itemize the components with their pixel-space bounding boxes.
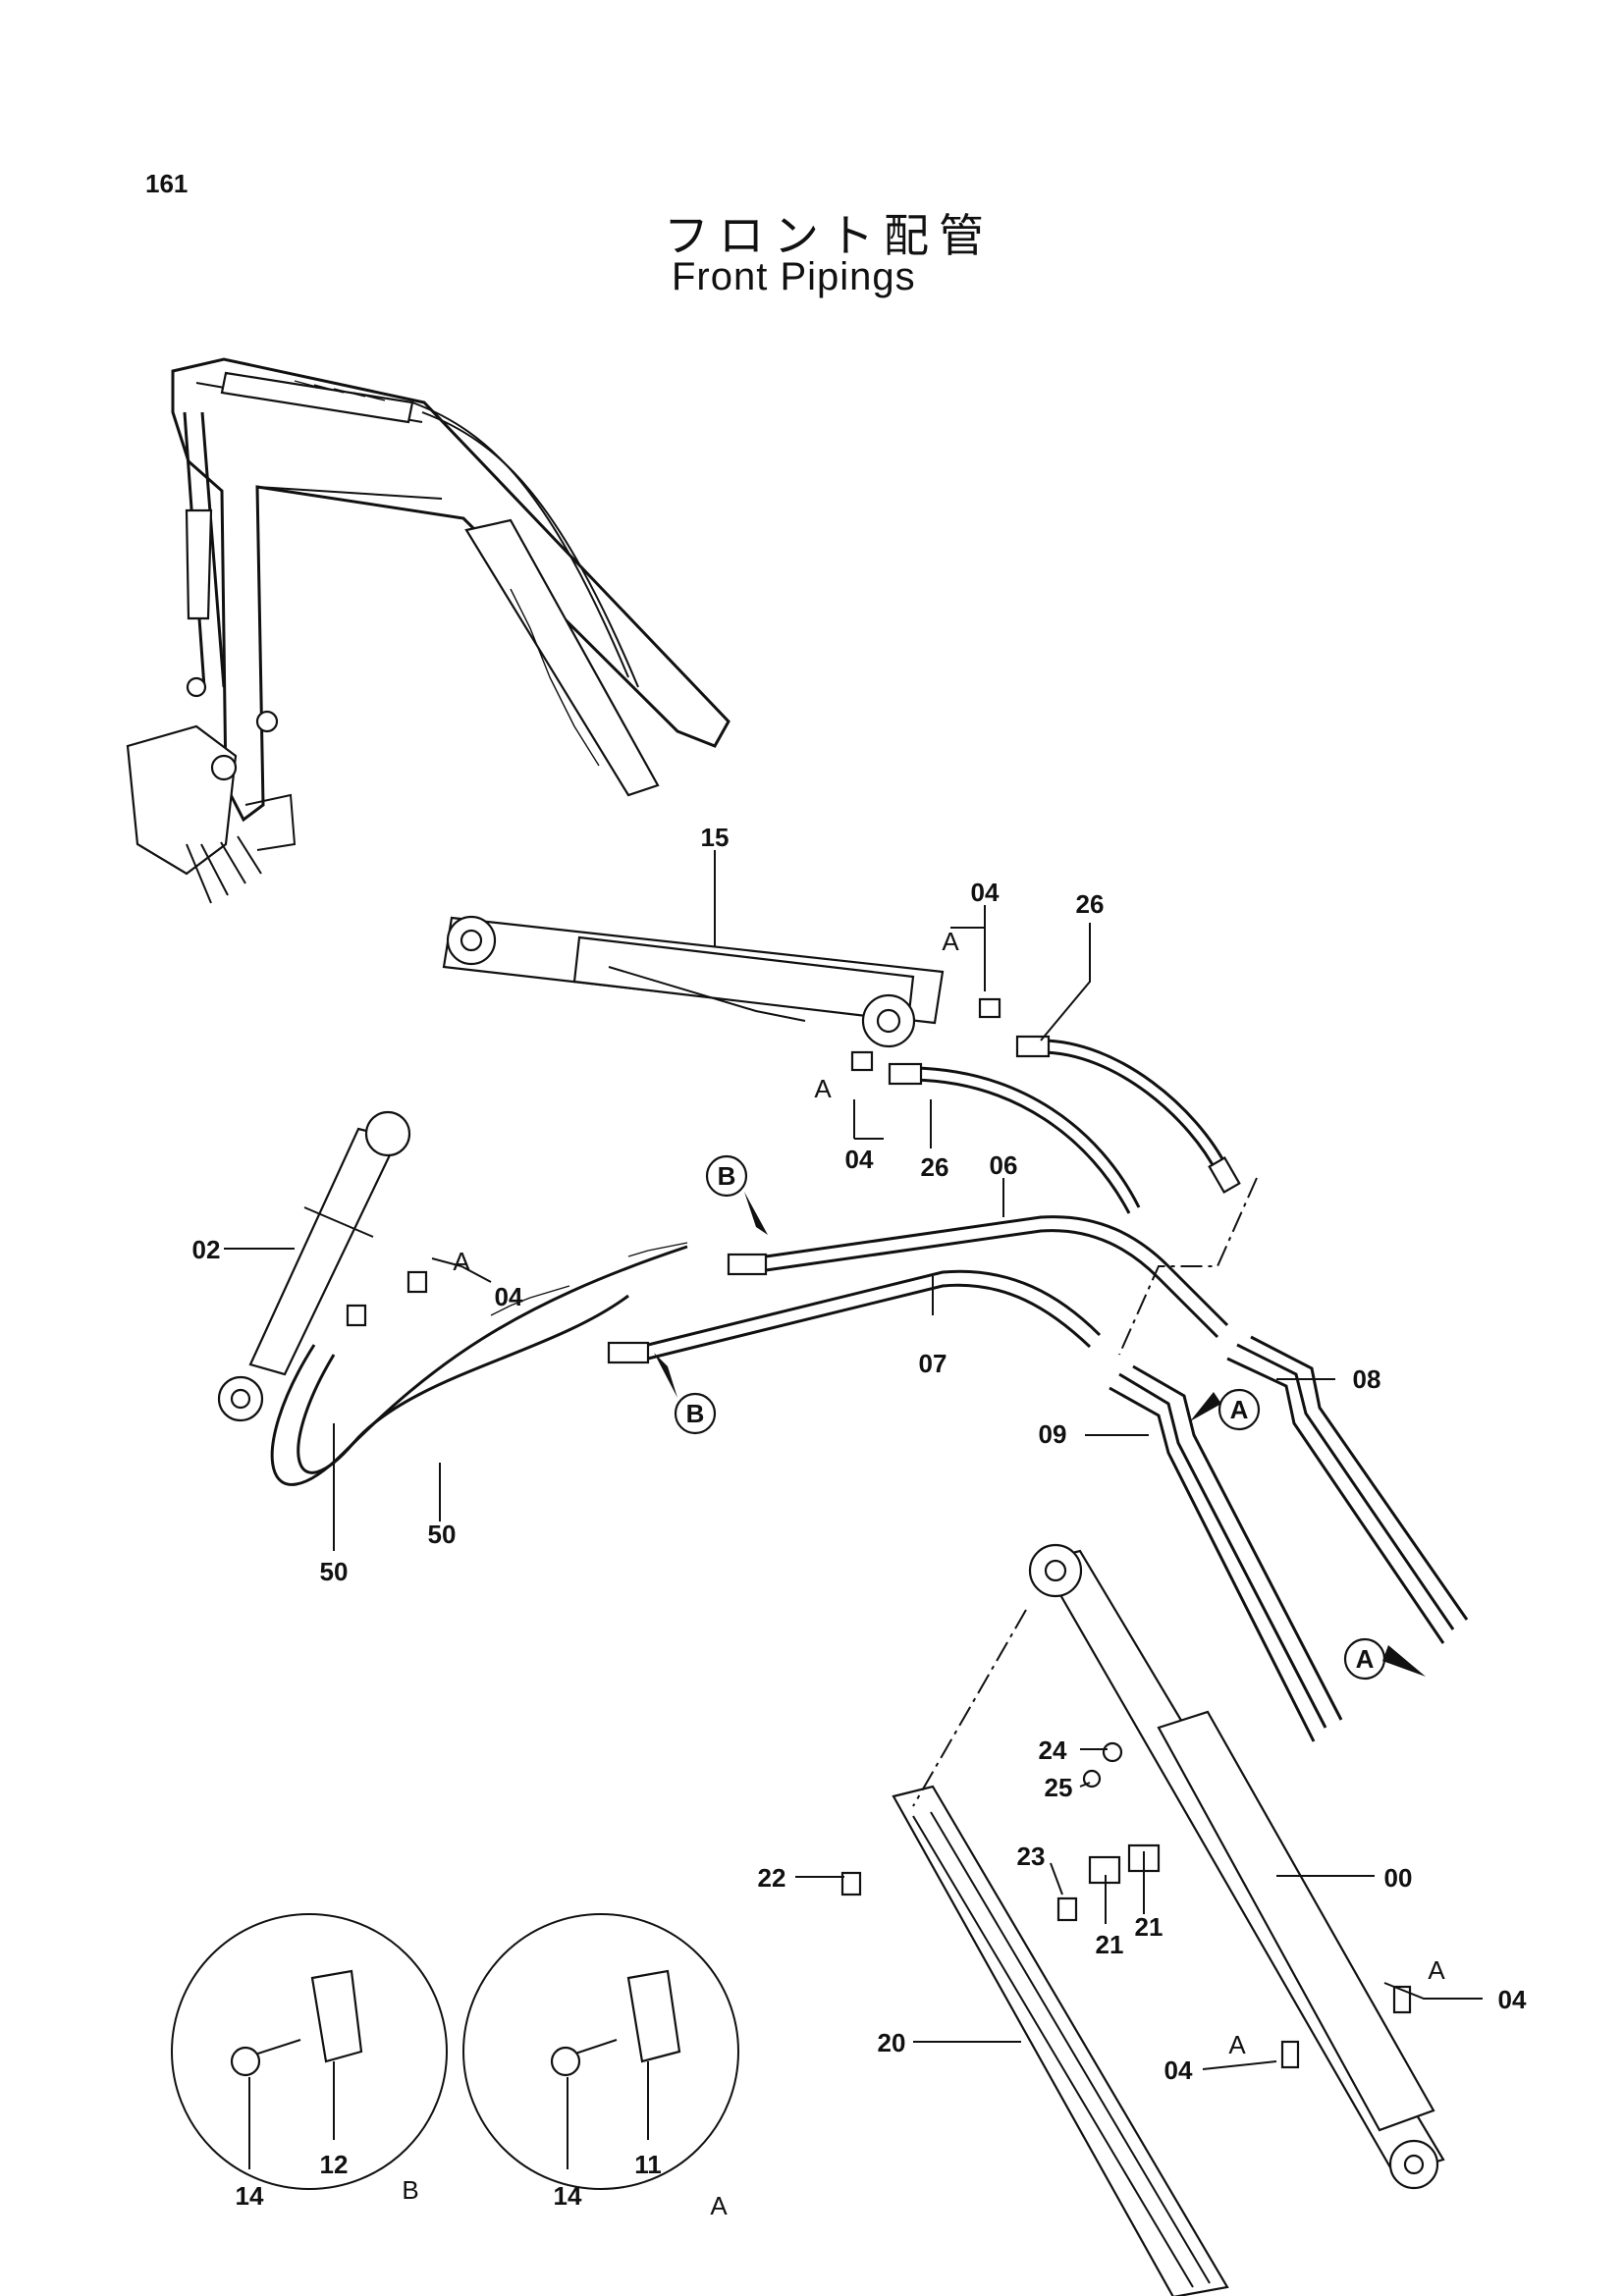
detail-label-a: A [710,2191,728,2220]
callout-14-a: 14 [554,2181,582,2211]
callout-06: 06 [990,1150,1018,1180]
callout-15: 15 [701,823,730,852]
callout-00: 00 [1384,1863,1413,1893]
callout-21-a: 21 [1135,1912,1163,1942]
hose-26-upper [1015,1035,1241,1194]
pipe-09 [1109,1364,1343,1742]
page-title-japanese: フロント配管 [664,209,994,262]
detail-circle-a [462,1913,739,2190]
svg-text:A: A [1230,1395,1249,1424]
marker-bubble-a-upper: A [1190,1388,1261,1431]
centerline-guide [1118,1177,1258,1356]
callout-26-top: 26 [1076,889,1105,919]
bucket-cylinder-00 [1028,1543,1445,2190]
marker-bubble-a-lower: A [1343,1637,1426,1681]
callout-04-left: 04 [495,1282,523,1311]
page-title-english: Front Pipings [672,255,916,298]
marker-a-left: A [453,1247,470,1276]
marker-a-top: A [942,927,959,956]
callout-04-mid: 04 [845,1145,874,1174]
callout-14-b: 14 [236,2181,264,2211]
callout-12: 12 [320,2150,349,2179]
callout-08: 08 [1353,1364,1381,1394]
callout-04-top: 04 [971,878,1000,907]
callout-24: 24 [1039,1735,1067,1765]
pipe-08 [1226,1335,1469,1644]
callout-23: 23 [1017,1842,1046,1871]
callout-07: 07 [919,1349,947,1378]
marker-a-mid: A [814,1074,832,1103]
arm-cylinder-02 [217,1110,411,1422]
svg-text:B: B [686,1399,705,1428]
callout-11: 11 [634,2150,662,2179]
callout-20: 20 [878,2028,906,2057]
svg-text:A: A [1356,1644,1375,1674]
callout-25: 25 [1045,1773,1073,1802]
callout-04-right-2: 04 [1164,2056,1193,2085]
callout-02: 02 [192,1235,221,1264]
detail-label-b: B [402,2175,418,2205]
detail-circle-b [171,1913,448,2190]
marker-a-right: A [1428,1955,1445,1985]
hose-26-lower [888,1062,1141,1214]
page-number: 161 [145,169,189,198]
callout-50-a: 50 [320,1557,349,1586]
callout-22: 22 [758,1863,786,1893]
callout-50-b: 50 [428,1520,457,1549]
callout-26-mid: 26 [921,1152,949,1182]
marker-bubble-b-lower: B [654,1353,717,1435]
marker-a-bottom: A [1228,2030,1246,2059]
callout-21-b: 21 [1096,1930,1124,1959]
marker-bubble-b-upper: B [705,1154,768,1235]
pipe-06 [727,1215,1229,1339]
pipe-07 [607,1269,1102,1364]
callout-09: 09 [1039,1419,1067,1449]
cover-centerline [912,1609,1027,1807]
cylinder-cover-20 [892,1785,1229,2296]
svg-text:B: B [718,1161,736,1191]
excavator-front-overview [126,357,730,904]
boom-cylinder-15 [442,915,945,1048]
leader-lines [224,850,1483,2169]
hoses-50 [270,1242,688,1486]
callout-04-right-1: 04 [1498,1985,1527,2014]
